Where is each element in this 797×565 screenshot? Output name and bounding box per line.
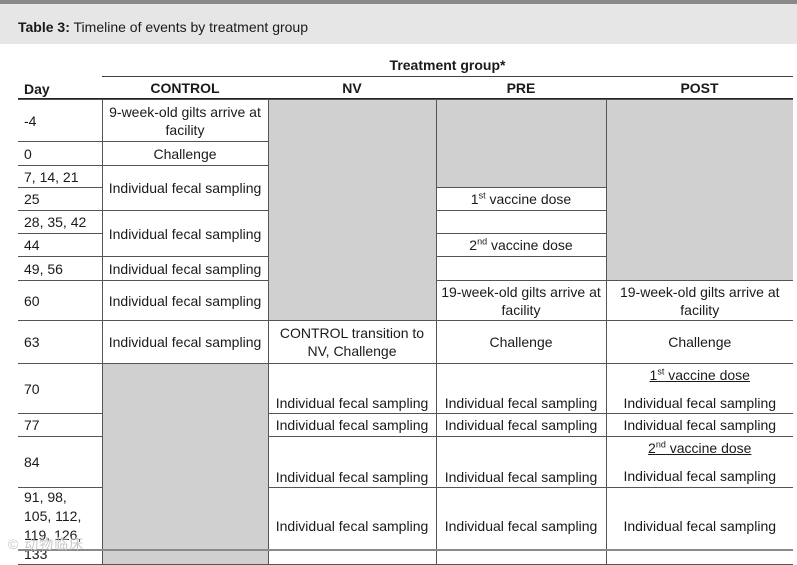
pre-empty-white-cell [435,210,606,234]
control-cell: Individual fecal sampling [101,256,269,281]
table-row: 63 Individual fecal sampling CONTROL tra… [18,320,793,364]
day-cell: 84 [18,436,103,488]
watermark: © 动物临床 [8,536,85,552]
table-title-bar: Table 3: Timeline of events by treatment… [0,4,797,44]
dose-ordinal-suffix: st [478,190,486,201]
nv-column-header: NV [342,80,362,96]
nv-empty-cell [267,99,437,321]
day-cell: 7, 14, 21 [18,165,103,188]
dose-text: vaccine dose [665,440,752,456]
day-cell: 0 [18,141,103,166]
day-cell: 25 [18,187,103,211]
pre-empty-cell [435,99,607,188]
table-row: 44 2nd vaccine dose [18,233,793,257]
nv-cell: Individual fecal sampling [267,487,437,565]
treatment-group-header: Treatment group* [389,57,506,73]
dose-ordinal-suffix: nd [655,439,666,450]
dose-ordinal-suffix: nd [477,236,488,247]
pre-cell: Individual fecal sampling [435,363,607,414]
control-column-header: CONTROL [150,80,220,96]
table-row: 7, 14, 21 Individual fecal sampling [18,165,793,211]
timeline-table: -4 9-week-old gilts arrive at facility 0… [18,99,793,565]
pre-column-header: PRE [506,80,536,96]
nv-cell: Individual fecal sampling [267,436,437,488]
day-cell: 70 [18,363,103,414]
day-cell: 60 [18,280,103,321]
dose-ordinal: 1 [649,366,658,383]
post-cell: Individual fecal sampling [605,487,793,565]
control-cell: 9-week-old gilts arrive at facility [101,99,269,142]
control-cell: Individual fecal sampling [101,320,269,364]
post-empty-cell [605,99,793,281]
control-cell: Challenge [101,141,268,166]
day-cell: 49, 56 [18,256,103,281]
pre-cell: Individual fecal sampling [435,413,607,437]
day-cell: -4 [18,99,103,142]
dose-text: vaccine dose [487,237,573,253]
group-header-rule [102,76,793,77]
post-fecal-line: Individual fecal sampling [623,468,777,484]
dose-text: vaccine dose [485,191,572,207]
pre-cell: Challenge [435,320,607,364]
control-cell: Individual fecal sampling [101,280,269,321]
dose-ordinal: 2 [648,440,656,456]
post-cell: Challenge [605,320,793,364]
day-cell: 63 [18,320,103,364]
control-empty-cell [101,363,269,565]
pre-empty-white-cell [435,256,606,281]
table-row: 91, 98, 105, 112, 119, 126, 133 Individu… [18,487,793,565]
dose-ordinal: 1 [470,191,479,207]
table-row: 84 Individual fecal sampling Individual … [18,436,793,488]
nv-cell: Individual fecal sampling [267,363,437,414]
table-row: 25 1st vaccine dose [18,187,793,211]
post-cell: Individual fecal sampling [605,413,793,437]
day-cell: 28, 35, 42 [18,210,103,234]
day-cell: 91, 98, 105, 112, 119, 126, 133 [18,487,103,565]
bottom-rule [18,549,793,551]
pre-cell: Individual fecal sampling [435,436,607,488]
post-cell: 19-week-old gilts arrive at facility [605,280,793,321]
table-row: 77 Individual fecal sampling Individual … [18,413,793,437]
pre-cell: 1st vaccine dose [435,187,606,211]
table-number: Table 3: [18,19,70,35]
dose-ordinal: 2 [469,237,478,253]
day-cell: 77 [18,413,103,437]
control-cell: Individual fecal sampling [101,165,268,211]
day-column-header: Day [24,81,50,97]
table-row: -4 9-week-old gilts arrive at facility [18,99,793,321]
post-dose-line: 2nd vaccine dose [611,439,790,457]
nv-cell: Individual fecal sampling [267,413,437,437]
table-title: Table 3: Timeline of events by treatment… [18,18,308,36]
nv-cell: CONTROL transition to NV, Challenge [267,320,437,364]
post-dose-line: 1st vaccine dose [611,366,790,384]
day-cell: 44 [18,233,103,257]
dose-text: vaccine dose [664,366,750,383]
table-row: 60 Individual fecal sampling 19-week-old… [18,280,793,321]
pre-cell: 19-week-old gilts arrive at facility [435,280,607,321]
pre-cell: 2nd vaccine dose [435,233,606,257]
control-cell: Individual fecal sampling [101,210,269,257]
post-column-header: POST [680,80,719,96]
post-fecal-line: Individual fecal sampling [623,394,777,411]
table-caption: Timeline of events by treatment group [69,19,309,35]
pre-cell: Individual fecal sampling [435,487,607,565]
table-row: 70 Individual fecal sampling Individual … [18,363,793,565]
top-rule [0,0,797,4]
dose-ordinal-suffix: st [657,365,665,376]
